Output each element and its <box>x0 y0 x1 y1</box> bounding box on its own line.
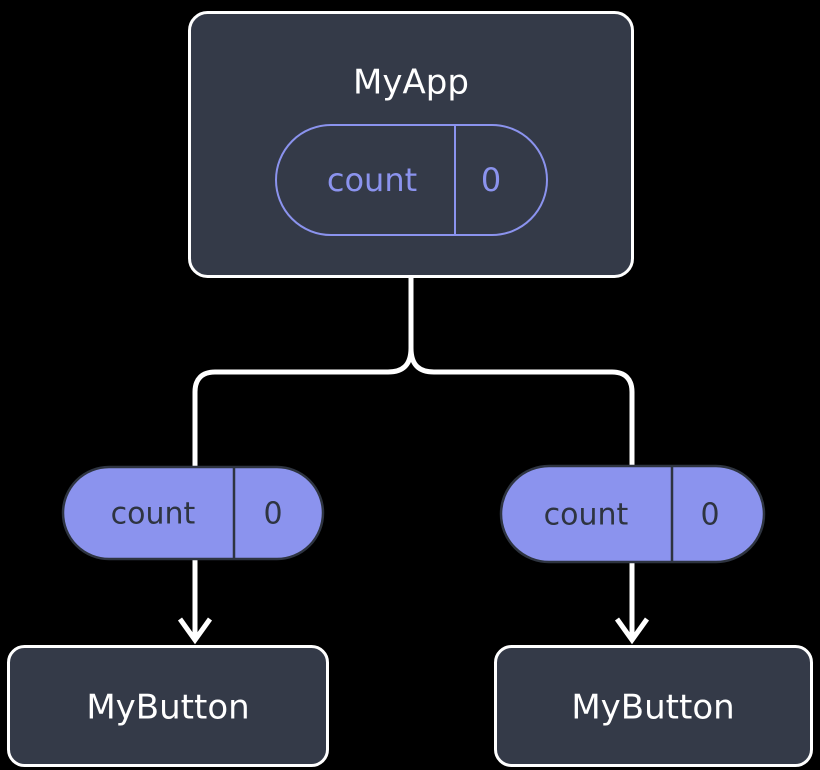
node-mybutton-left-box[interactable] <box>7 645 329 767</box>
prop-pill-left-key: count <box>111 497 196 532</box>
state-pill-myapp-key: count <box>327 161 417 199</box>
node-mybutton-left-label: MyButton <box>86 688 249 728</box>
prop-pill-right-shape[interactable] <box>499 464 766 564</box>
node-myapp-box[interactable] <box>188 11 634 278</box>
prop-pill-left-shape[interactable] <box>61 465 325 561</box>
prop-pill-right-key: count <box>544 498 629 533</box>
arrowhead-right <box>614 617 650 645</box>
node-myapp-label: MyApp <box>353 63 469 103</box>
node-myapp[interactable]: MyApp count 0 <box>188 11 634 278</box>
state-pill-myapp-value: 0 <box>481 161 501 199</box>
node-mybutton-left[interactable]: MyButton <box>7 645 329 767</box>
state-pill-myapp[interactable]: count 0 <box>275 124 548 236</box>
node-mybutton-right-box[interactable] <box>494 645 813 767</box>
arrowhead-left <box>177 617 213 645</box>
prop-pill-right[interactable]: count 0 <box>499 464 766 564</box>
prop-pill-left-value: 0 <box>263 497 282 532</box>
edge-split-right <box>408 347 635 500</box>
prop-pill-left[interactable]: count 0 <box>61 465 325 561</box>
state-pill-myapp-shape[interactable] <box>275 124 548 236</box>
edge-split-left <box>192 347 414 500</box>
prop-pill-right-value: 0 <box>700 498 719 533</box>
node-mybutton-right-label: MyButton <box>571 688 734 728</box>
node-mybutton-right[interactable]: MyButton <box>494 645 813 767</box>
